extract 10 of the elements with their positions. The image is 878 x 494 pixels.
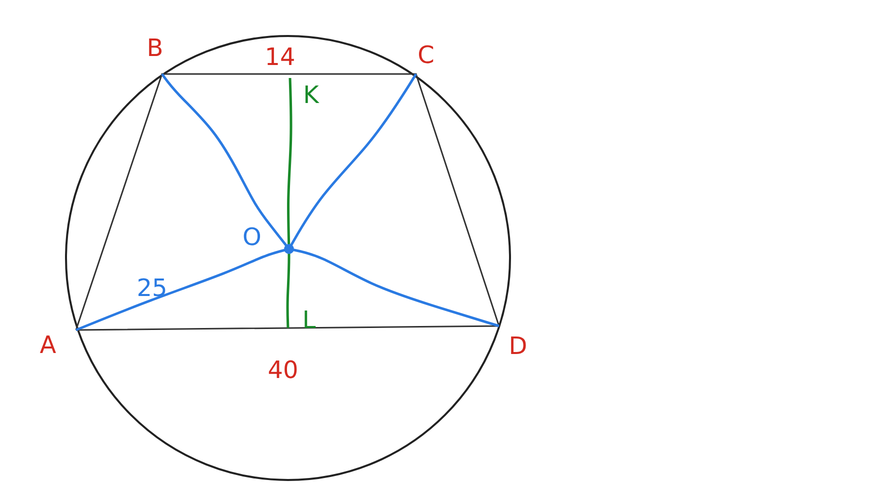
point-label: D: [508, 334, 528, 358]
point-label: 25: [136, 276, 168, 300]
point-label: O: [242, 225, 262, 249]
point-label: A: [40, 333, 56, 357]
point-label: B: [146, 36, 164, 60]
point-label: K: [303, 83, 319, 107]
point-label: C: [418, 43, 434, 67]
point-label: L: [302, 308, 316, 332]
point-label: 14: [264, 45, 296, 69]
point-label: 40: [268, 358, 298, 382]
